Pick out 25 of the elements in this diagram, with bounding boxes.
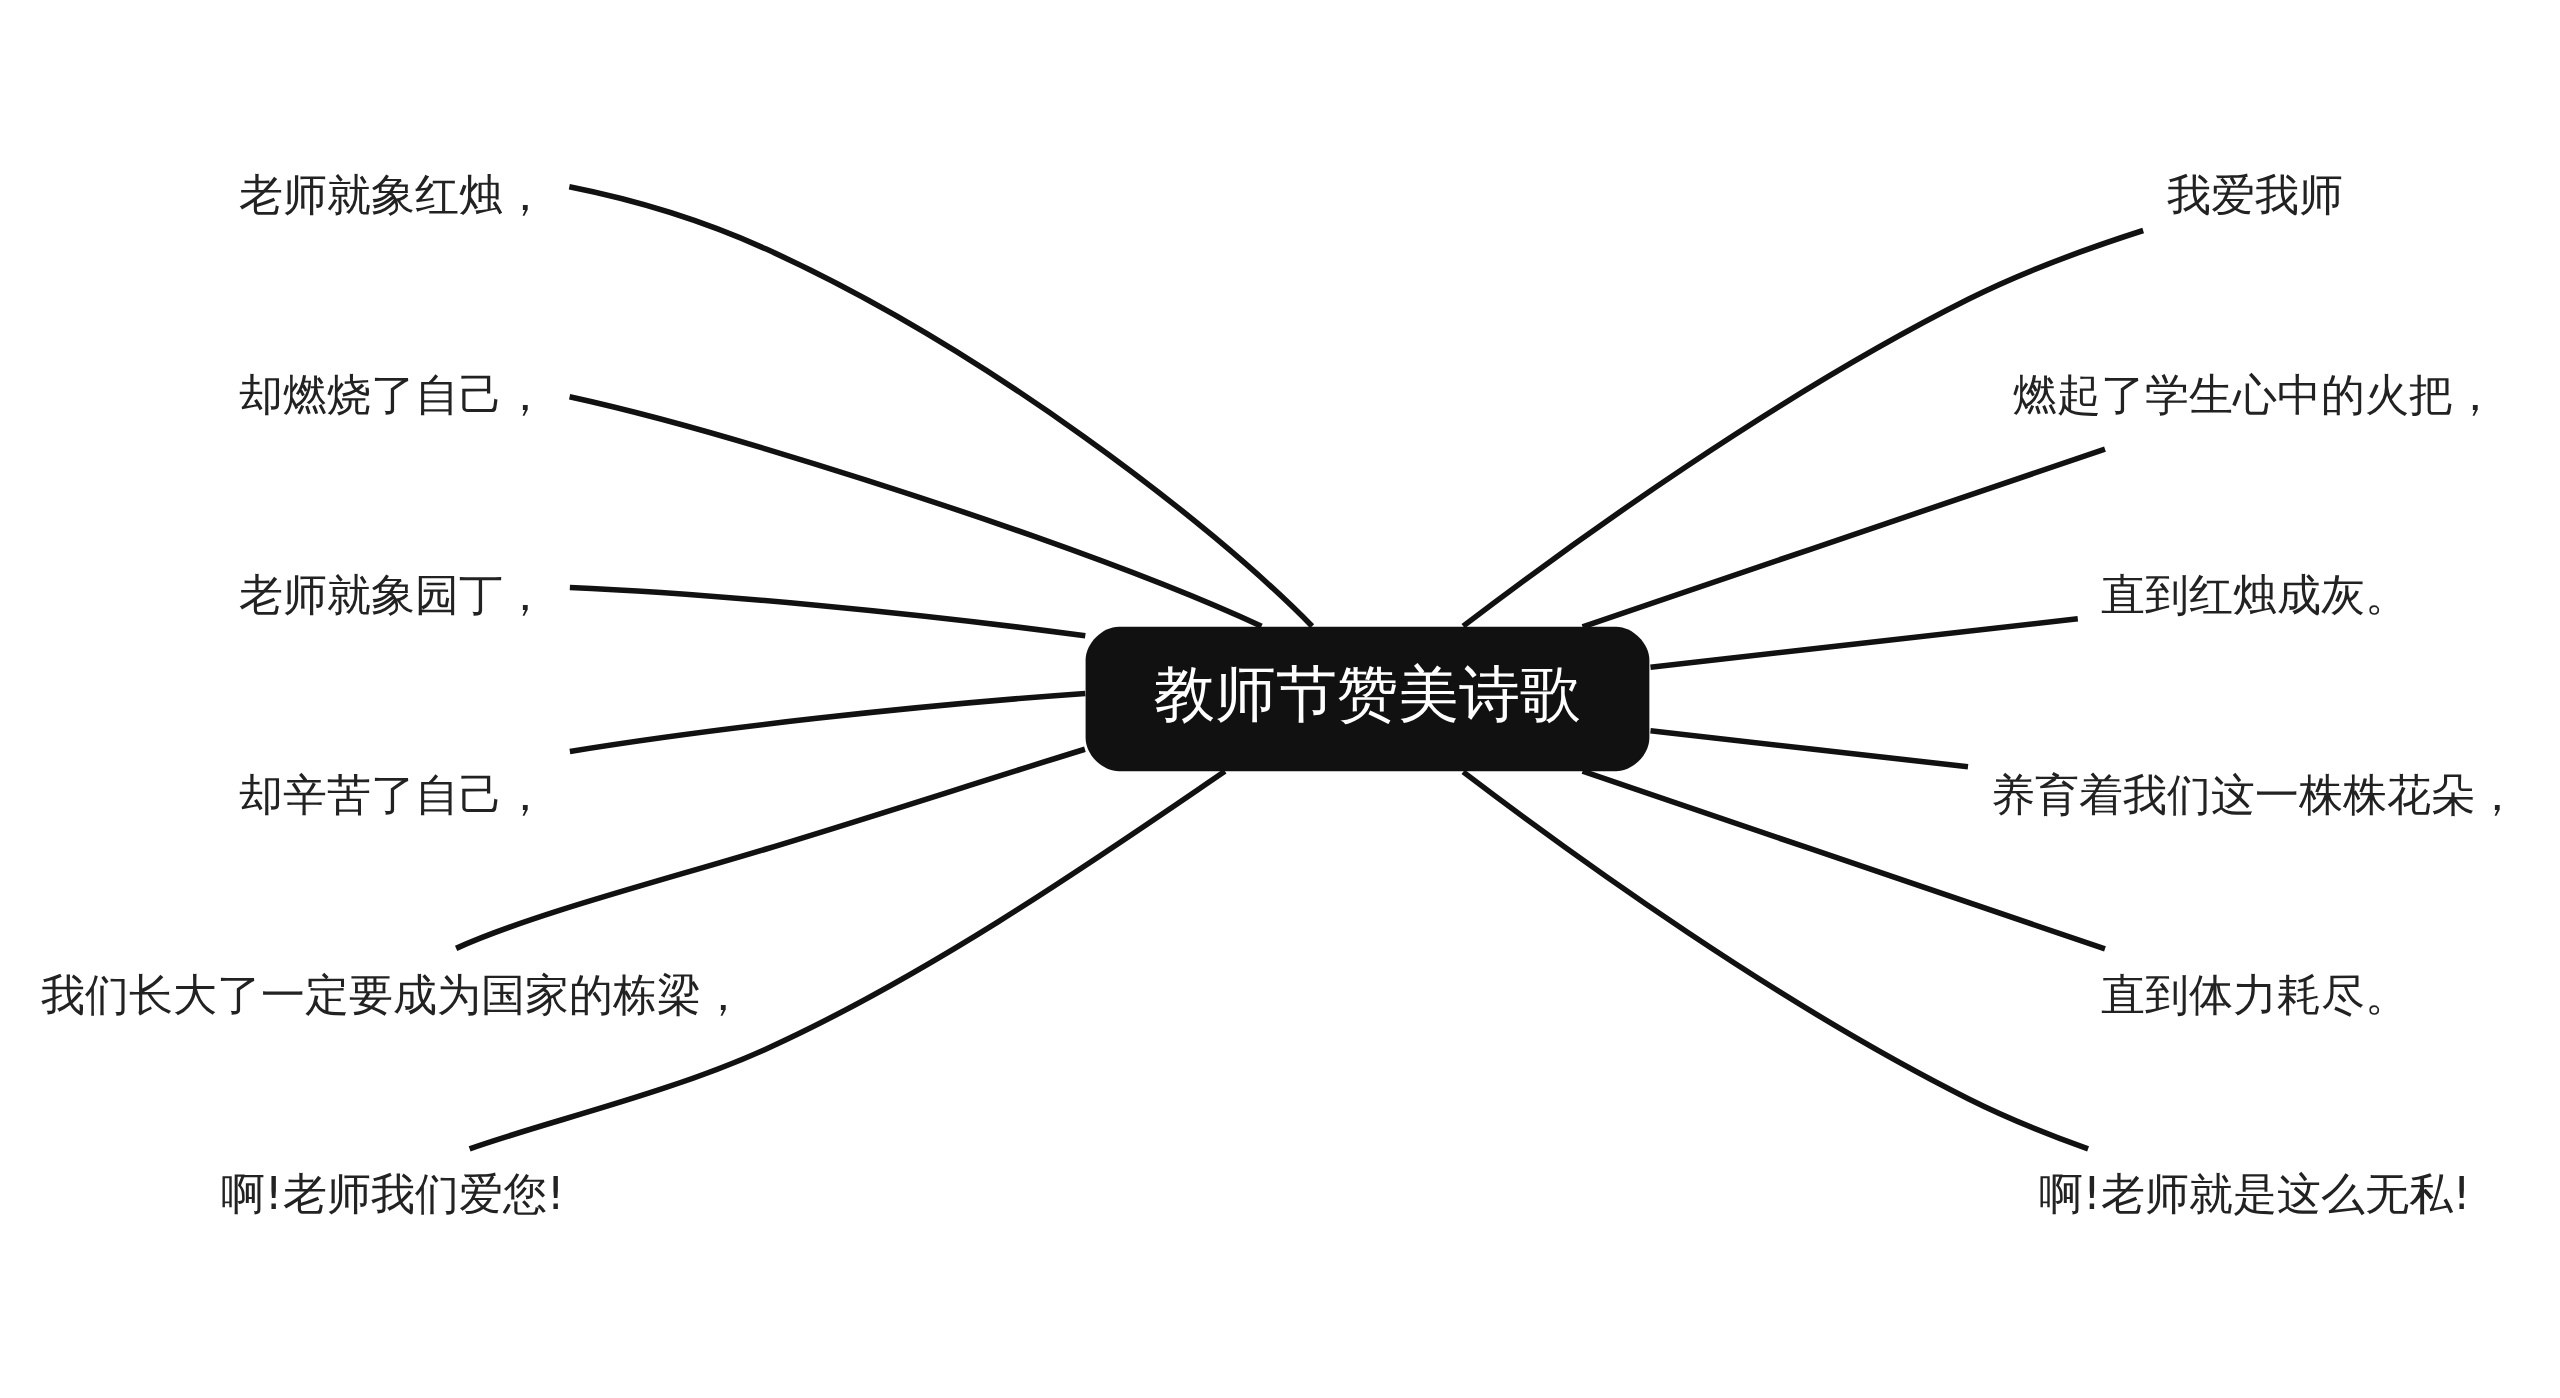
connector bbox=[468, 769, 1227, 1152]
connector bbox=[1461, 227, 2144, 629]
node-text: 燃起了学生心中的火把， bbox=[2012, 368, 2497, 420]
node-text: 直到体力耗尽。 bbox=[2100, 968, 2409, 1020]
node-text: 我爱我师 bbox=[2166, 168, 2343, 220]
node-text: 啊!老师就是这么无私! bbox=[2038, 1168, 2471, 1220]
connector bbox=[569, 584, 1086, 639]
node-text: 老师就象园丁， bbox=[238, 568, 547, 620]
connector bbox=[569, 690, 1086, 755]
connector bbox=[455, 746, 1086, 951]
node-text: 却辛苦了自己， bbox=[238, 768, 547, 820]
node-text: 老师就象红烛， bbox=[238, 168, 547, 220]
connector bbox=[568, 184, 1315, 629]
node-text: 我们长大了一定要成为国家的栋梁， bbox=[40, 968, 745, 1020]
connector bbox=[1650, 616, 2079, 670]
connector bbox=[1581, 446, 2106, 630]
connector bbox=[1650, 728, 1969, 770]
node-text: 却燃烧了自己， bbox=[238, 368, 547, 420]
connector bbox=[1461, 769, 2090, 1152]
connector bbox=[569, 394, 1263, 629]
node-text: 啊!老师我们爱您! bbox=[220, 1168, 565, 1220]
node-box: 教师节赞美诗歌 bbox=[1085, 626, 1650, 772]
node-text: 直到红烛成灰。 bbox=[2100, 568, 2409, 620]
node-text: 养育着我们这一株株花朵， bbox=[1990, 768, 2519, 820]
connector bbox=[1581, 768, 2106, 952]
